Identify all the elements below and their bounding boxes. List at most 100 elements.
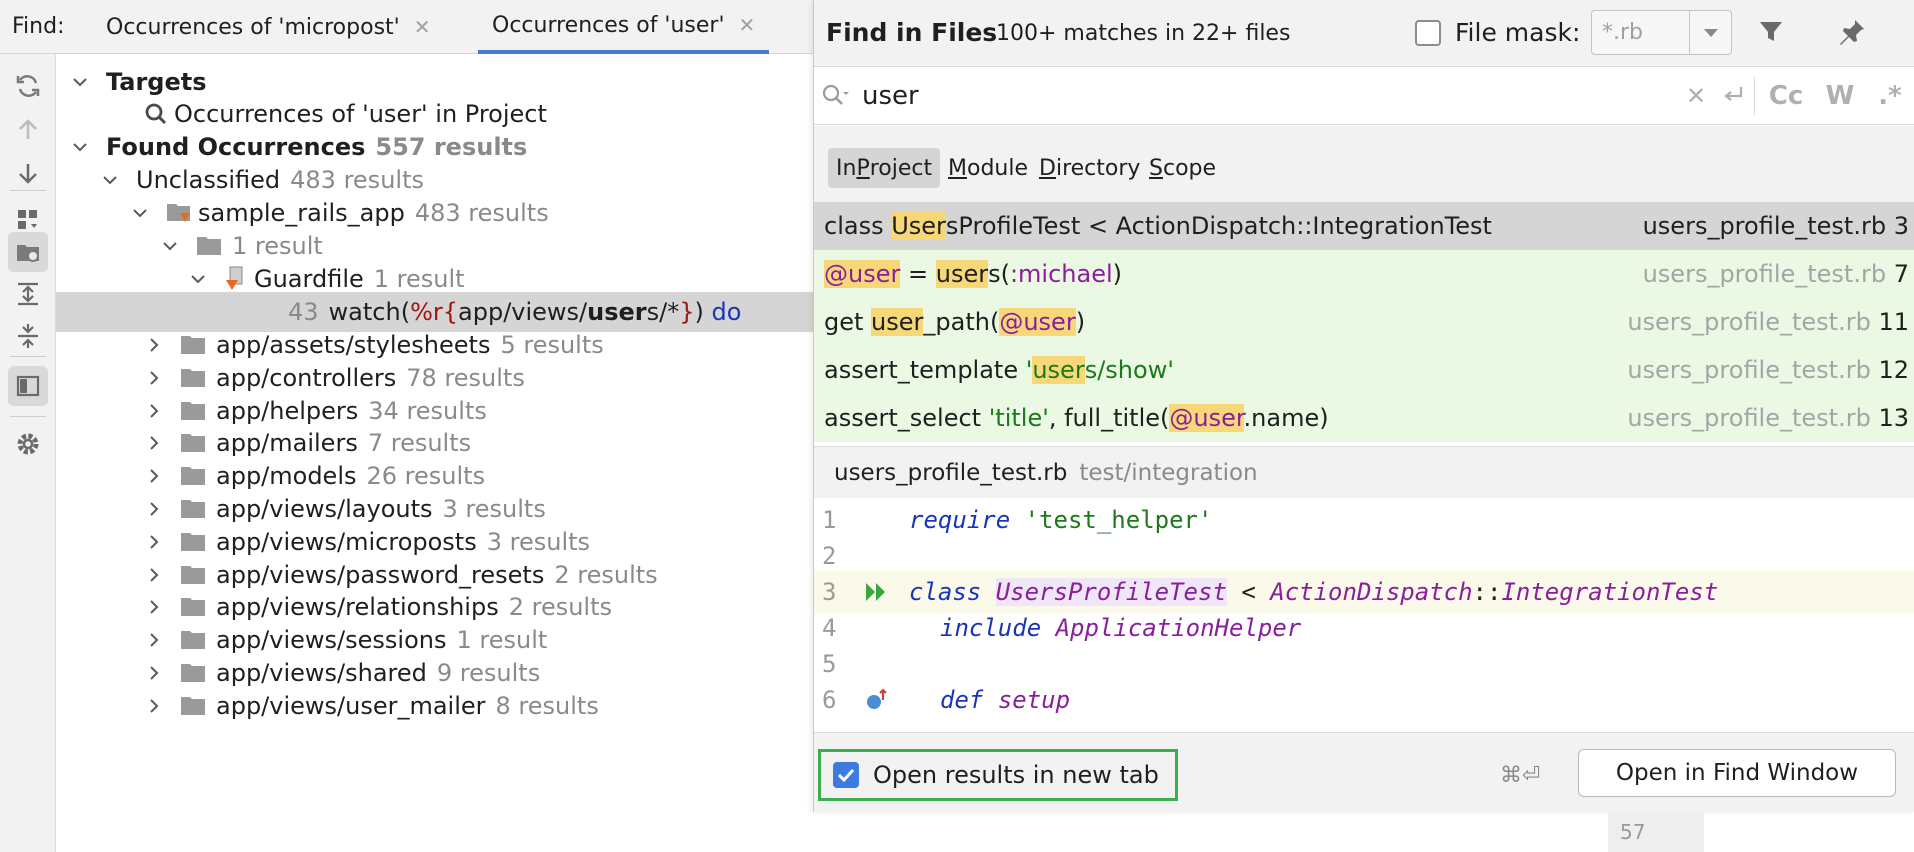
preview-toggle-icon[interactable]: [8, 366, 48, 406]
chevron-right-icon[interactable]: [144, 630, 164, 650]
chevron-right-icon[interactable]: [144, 335, 164, 355]
new-line-icon[interactable]: [1718, 80, 1750, 112]
code-preview[interactable]: 1 require 'test_helper' 2 3 class UsersP…: [814, 498, 1914, 732]
tree-node-project[interactable]: sample_rails_app 483 results: [56, 193, 813, 233]
chevron-down-icon[interactable]: [100, 170, 120, 190]
file-mask-checkbox[interactable]: [1415, 20, 1441, 46]
chevron-right-icon[interactable]: [144, 466, 164, 486]
chevron-right-icon[interactable]: [144, 433, 164, 453]
file-mask-combo[interactable]: [1591, 10, 1732, 55]
tree-node-folder[interactable]: app/controllers 78 results: [56, 358, 813, 398]
tree-node-target-item[interactable]: Occurrences of 'user' in Project: [56, 94, 813, 134]
search-row: ✕ Cc W .*: [814, 67, 1914, 125]
next-occurrence-icon[interactable]: [8, 153, 48, 193]
tab-occurrences-user[interactable]: Occurrences of 'user' ✕: [478, 0, 770, 54]
match-code: assert_select 'title', full_title(@user.…: [824, 404, 1329, 432]
tree-node-unclassified[interactable]: Unclassified 483 results: [56, 160, 813, 200]
chevron-down-icon[interactable]: [160, 236, 180, 256]
rerun-icon[interactable]: [8, 66, 48, 106]
override-marker-icon[interactable]: [866, 688, 890, 718]
tab-occurrences-micropost[interactable]: Occurrences of 'micropost' ✕: [92, 0, 444, 54]
search-input[interactable]: [862, 77, 1462, 115]
chevron-down-icon[interactable]: [130, 203, 150, 223]
chevron-down-icon[interactable]: [70, 72, 90, 92]
regex-icon[interactable]: .*: [1878, 81, 1902, 111]
collapse-all-icon[interactable]: [8, 316, 48, 356]
chevron-right-icon[interactable]: [144, 565, 164, 585]
preview-file-name: users_profile_test.rb: [834, 459, 1068, 486]
chevron-right-icon[interactable]: [144, 368, 164, 388]
chevron-down-icon[interactable]: [188, 269, 208, 289]
tree-node-guardfile[interactable]: Guardfile 1 result: [56, 259, 813, 299]
folder-label: app/controllers: [216, 363, 397, 392]
match-row[interactable]: assert_select 'title', full_title(@user.…: [814, 394, 1914, 442]
clear-icon[interactable]: ✕: [1685, 82, 1707, 110]
folder-icon: [180, 367, 206, 389]
whole-words-icon[interactable]: W: [1825, 81, 1855, 111]
chevron-right-icon[interactable]: [144, 696, 164, 716]
folder-count: 5 results: [500, 331, 604, 359]
pin-icon[interactable]: [1834, 14, 1870, 50]
run-test-icon[interactable]: [864, 580, 890, 610]
settings-gear-icon[interactable]: [8, 424, 48, 464]
search-history-icon[interactable]: [820, 80, 852, 112]
match-row[interactable]: assert_template 'users/show' users_profi…: [814, 346, 1914, 394]
open-in-new-tab-checkbox[interactable]: Open results in new tab: [818, 749, 1178, 801]
open-in-find-window-button[interactable]: Open in Find Window: [1578, 749, 1896, 797]
chevron-right-icon[interactable]: [144, 499, 164, 519]
chevron-down-icon[interactable]: [1689, 11, 1731, 54]
chevron-right-icon[interactable]: [144, 401, 164, 421]
code-line: 2: [822, 542, 837, 570]
expand-all-icon[interactable]: [8, 274, 48, 314]
results-tree: Targets Occurrences of 'user' in Project…: [56, 54, 813, 852]
folder-label: app/views/layouts: [216, 495, 433, 523]
folder-icon: [180, 465, 206, 487]
tree-node-found-occurrences[interactable]: Found Occurrences 557 results: [56, 127, 813, 167]
folder-count: 78 results: [406, 363, 525, 392]
file-mask-label: File mask:: [1455, 18, 1581, 47]
chevron-right-icon[interactable]: [144, 663, 164, 683]
tree-node-root-dir[interactable]: 1 result: [56, 226, 813, 266]
folder-count: 9 results: [436, 659, 541, 687]
found-count: 557 results: [375, 133, 528, 161]
find-tab-bar: Find: Occurrences of 'micropost' ✕ Occur…: [0, 0, 813, 54]
match-row[interactable]: @user = users(:michael) users_profile_te…: [814, 250, 1914, 298]
group-by-module-icon[interactable]: [8, 200, 48, 240]
chevron-down-icon[interactable]: [70, 137, 90, 157]
code-line: 5: [822, 650, 837, 678]
editor-line-number: 57: [1608, 812, 1704, 852]
open-in-new-tab-label: Open results in new tab: [873, 761, 1159, 789]
group-by-directory-icon[interactable]: [8, 232, 48, 272]
previous-occurrence-icon[interactable]: [8, 110, 48, 150]
folder-icon: [180, 564, 206, 586]
close-icon[interactable]: ✕: [413, 15, 431, 39]
filter-icon[interactable]: [1753, 14, 1789, 50]
match-row[interactable]: class UsersProfileTest < ActionDispatch:…: [814, 202, 1914, 250]
close-icon[interactable]: ✕: [738, 13, 756, 37]
target-item-label: Occurrences of 'user' in Project: [174, 100, 547, 128]
popup-title: Find in Files: [826, 18, 998, 47]
match-case-icon[interactable]: Cc: [1768, 81, 1804, 111]
chevron-right-icon[interactable]: [144, 597, 164, 617]
tree-node-targets[interactable]: Targets: [56, 62, 813, 102]
tree-node-match-line[interactable]: 43 watch(%r{app/views/users/*}) do: [56, 292, 813, 332]
match-row[interactable]: get user_path(@user) users_profile_test.…: [814, 298, 1914, 346]
chevron-right-icon[interactable]: [144, 532, 164, 552]
file-mask-input[interactable]: [1592, 11, 1689, 54]
folder-icon: [180, 662, 206, 684]
